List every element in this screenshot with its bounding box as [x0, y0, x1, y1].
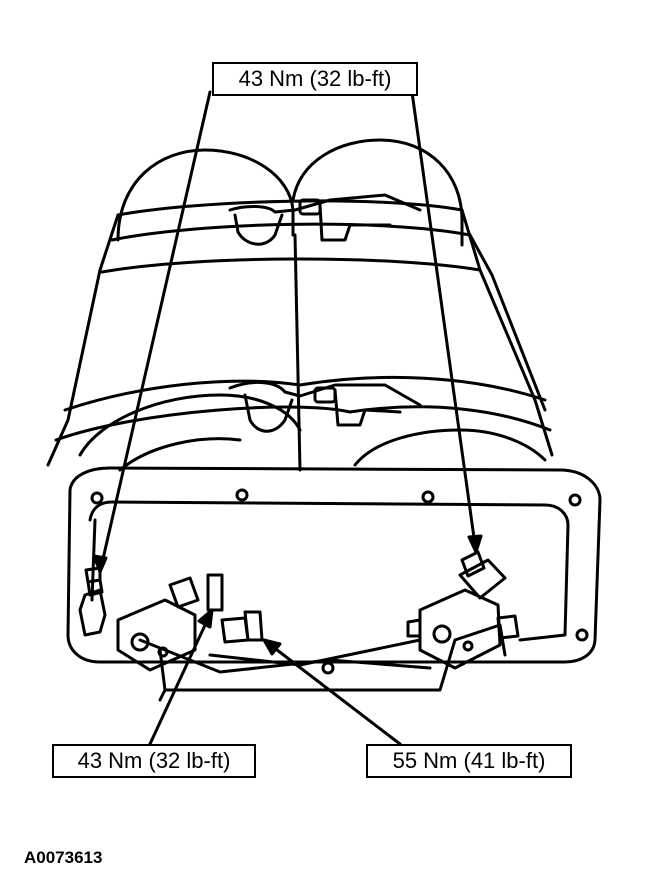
canister-lower-band [54, 375, 552, 442]
valve-left-hole [130, 632, 150, 652]
leader-top-right [410, 90, 478, 554]
valve-right [418, 588, 502, 670]
clamp-mid-right [333, 388, 402, 427]
bolt-mid [313, 386, 337, 404]
clamp-upper-right [318, 203, 392, 242]
plate-hole [235, 488, 249, 502]
plate-hole [568, 493, 582, 507]
plate-hole [575, 628, 589, 642]
arrow-head [92, 554, 108, 574]
bolt-upper [298, 198, 322, 216]
fitting-left-top [168, 576, 200, 609]
torque-label-bottom-right: 55 Nm (41 lb-ft) [366, 744, 572, 778]
leader-bottom-right [262, 638, 402, 746]
canister-lower-right-dome [353, 428, 547, 467]
fitting-left-side [220, 610, 264, 644]
plate-hole [90, 491, 104, 505]
torque-label-bottom-left: 43 Nm (32 lb-ft) [52, 744, 256, 778]
canister-lower-left-dome [78, 393, 302, 457]
torque-label-top: 43 Nm (32 lb-ft) [212, 62, 418, 96]
figure-id: A0073613 [24, 848, 103, 867]
valve-right-hole [432, 624, 452, 644]
arrow-head [262, 638, 282, 656]
canister-body-left [46, 213, 120, 467]
center-seam [293, 233, 302, 472]
strap-upper [228, 193, 422, 214]
fitting-right-side [406, 614, 520, 640]
clamp-upper-left [233, 213, 284, 246]
valve-left-hole-small [157, 646, 169, 658]
fitting-left-elbow [78, 588, 107, 637]
arrow-head [197, 608, 214, 629]
canister-upper-left [116, 148, 295, 242]
fitting-left-tube [206, 573, 224, 612]
plate-hole [321, 661, 335, 675]
canister-body-right-inner [468, 233, 547, 412]
fitting-right-cap [460, 550, 486, 578]
valve-right-hole-small [462, 640, 474, 652]
canister-upper-right [291, 138, 464, 247]
leader-top-left [98, 90, 212, 574]
fitting-right-body [458, 558, 507, 600]
base-plate-inner [88, 500, 570, 642]
clamp-mid-left [243, 393, 294, 433]
base-plate [66, 466, 602, 664]
leader-bottom-left [148, 608, 214, 746]
canister-lower-inner [118, 437, 242, 472]
arrow-head [467, 534, 483, 554]
valve-left [116, 598, 197, 672]
plate-hole [421, 490, 435, 504]
fitting-left-nut [84, 566, 104, 597]
canister-band-upper [100, 199, 482, 274]
